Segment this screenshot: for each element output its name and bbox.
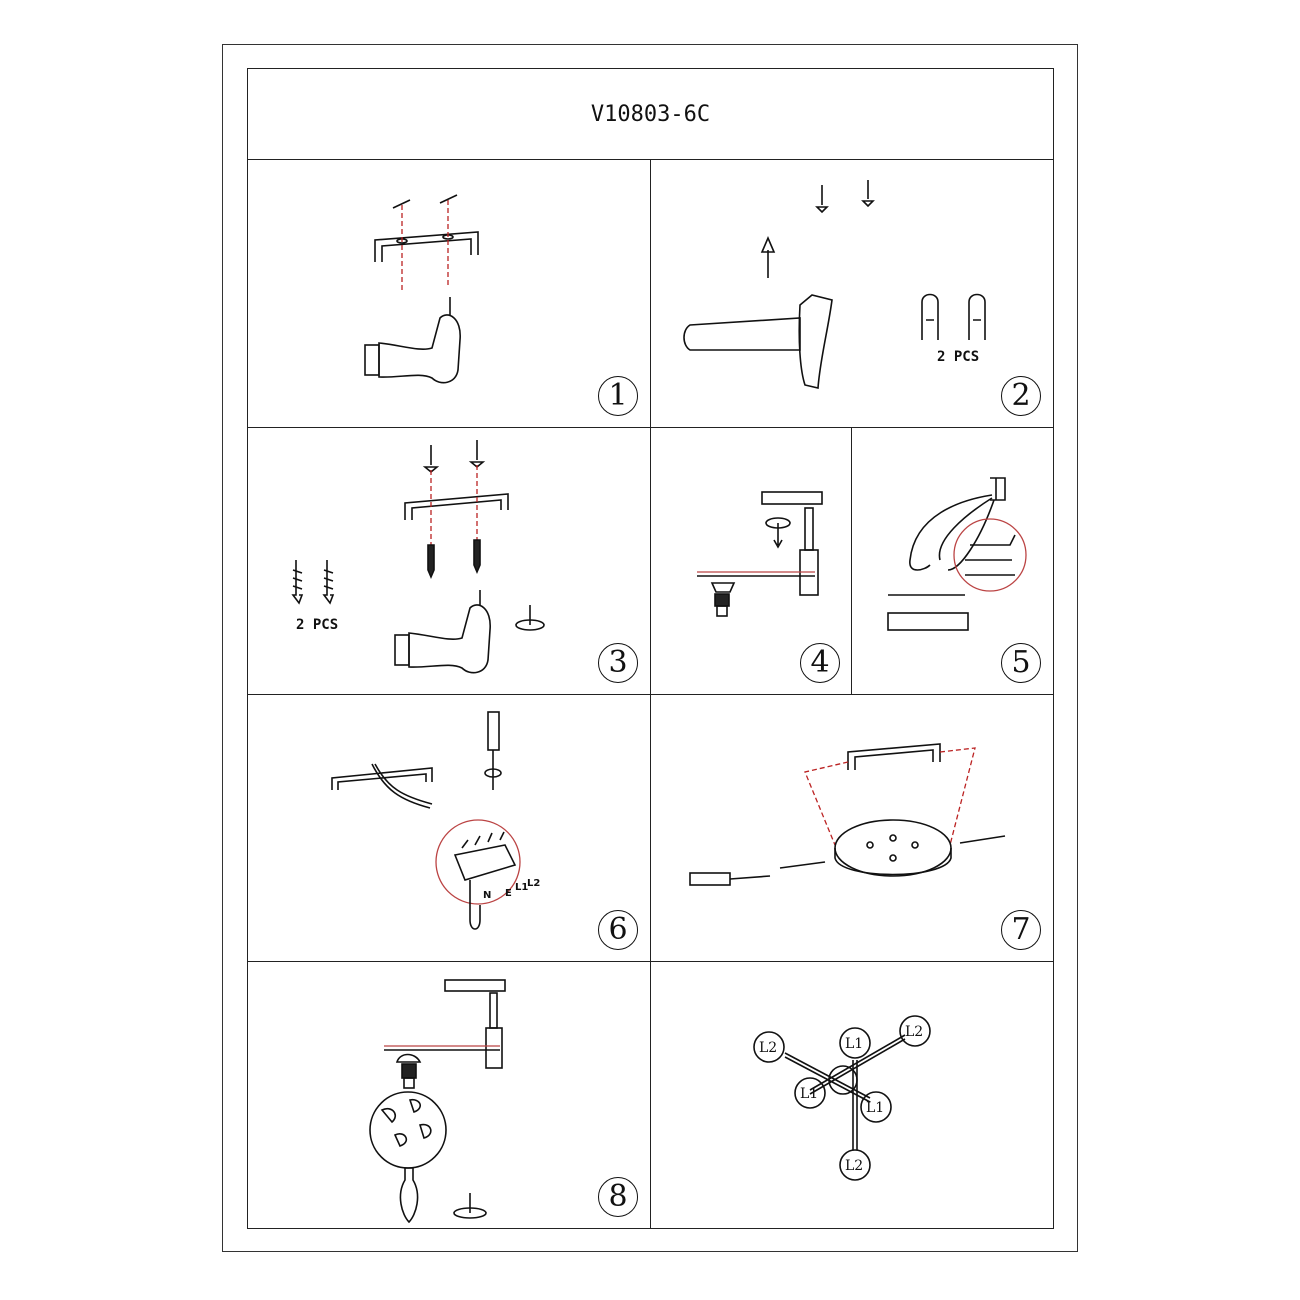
step3-quantity-label: 2 PCS: [296, 617, 339, 633]
step2-quantity-label: 2 PCS: [937, 349, 980, 365]
step-number-2: 2: [1001, 376, 1041, 416]
step-number-8: 8: [598, 1177, 638, 1217]
step-number-1: 1: [598, 376, 638, 416]
divider: [851, 427, 852, 695]
divider: [650, 159, 651, 1229]
step-number-7: 7: [1001, 910, 1041, 950]
model-title: V10803-6C: [590, 101, 711, 127]
step-number-6: 6: [598, 910, 638, 950]
step-number-3: 3: [598, 643, 638, 683]
step-number-4: 4: [800, 643, 840, 683]
step-number-5: 5: [1001, 643, 1041, 683]
page-border: [222, 44, 1078, 1252]
